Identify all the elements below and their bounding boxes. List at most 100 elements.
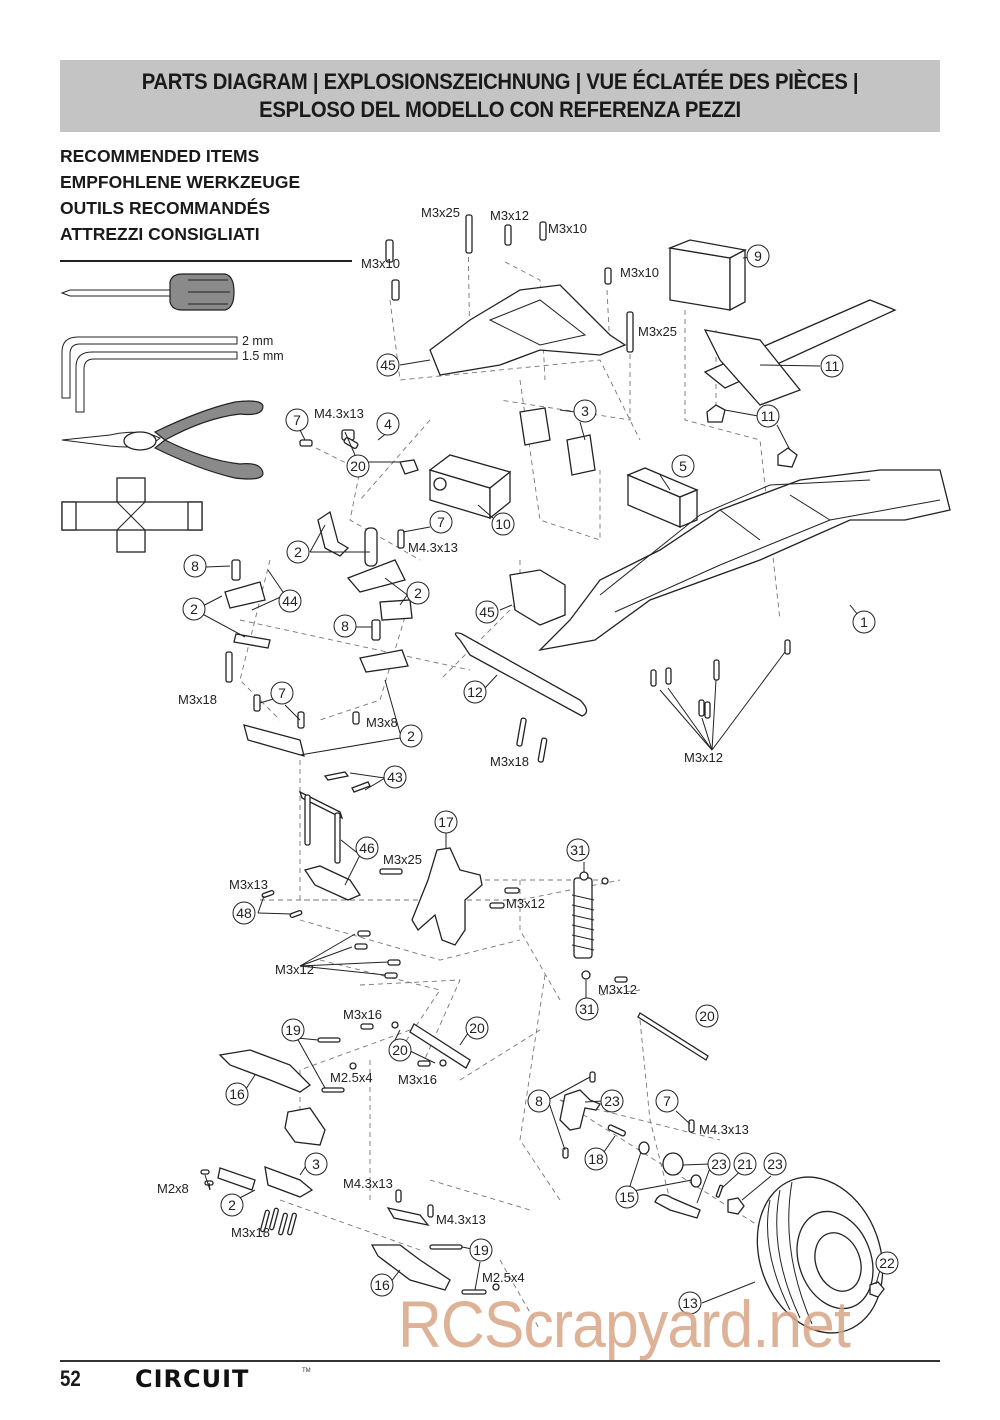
callout-number: 16: [374, 1277, 390, 1293]
callout-circle: [655, 1089, 679, 1113]
part-camber-link: [360, 1021, 471, 1069]
screws-shock-tower: [261, 868, 520, 979]
screw-label: M3x10: [620, 265, 659, 280]
callout-2: 2: [286, 540, 310, 564]
callout-3: 3: [573, 399, 597, 423]
callout-circle: [232, 901, 256, 925]
callout-12: 12: [463, 680, 487, 704]
part-chassis: [538, 469, 951, 652]
callout-circle: [756, 404, 780, 428]
callout-number: 2: [414, 585, 422, 601]
part-body-posts: [298, 771, 371, 864]
screw-label: M3x18: [490, 754, 529, 769]
part-strap-clips: [706, 404, 798, 468]
callout-number: 7: [437, 514, 445, 530]
callout-number: 17: [438, 814, 454, 830]
screws-chassis-bottom: [516, 639, 791, 763]
callout-46: 46: [355, 836, 379, 860]
watermark: RCScrapyard.net: [398, 1287, 851, 1361]
callout-circle: [383, 765, 407, 789]
callout-16: 16: [225, 1082, 249, 1106]
callout-number: 23: [604, 1093, 620, 1109]
trademark-mark: TM: [302, 1368, 311, 1374]
callout-circle: [406, 581, 430, 605]
callout-circle: [225, 1082, 249, 1106]
callout-circle: [376, 353, 400, 377]
part-wheel: [756, 1176, 885, 1334]
recommended-line-de: EMPFOHLENE WERKZEUGE: [60, 172, 301, 192]
title-line-1: PARTS DIAGRAM | EXPLOSIONSZEICHNUNG | VU…: [141, 69, 859, 94]
screws-top: [385, 214, 634, 353]
callout-19: 19: [469, 1238, 493, 1262]
callout-circle: [695, 1004, 719, 1028]
callout-circle: [370, 1273, 394, 1297]
screw-label: M3x16: [398, 1072, 437, 1087]
callout-circle: [285, 408, 309, 432]
title-band: PARTS DIAGRAM | EXPLOSIONSZEICHNUNG | VU…: [60, 60, 940, 132]
screw-label: M3x13: [229, 877, 268, 892]
screw-label: M3x12: [598, 982, 637, 997]
callout-circle: [304, 1152, 328, 1176]
callout-number: 11: [761, 408, 776, 424]
recommended-line-fr: OUTILS RECOMMANDÉS: [60, 198, 270, 218]
callout-number: 11: [825, 358, 840, 374]
callout-number: 8: [191, 558, 199, 574]
callout-number: 2: [228, 1197, 236, 1213]
screw-label: M3x12: [275, 962, 314, 977]
part-bumper: [454, 632, 588, 717]
part-gear-box: [284, 1107, 326, 1146]
screw-label: M3x18: [231, 1225, 270, 1240]
part-hub-carrier: [559, 1071, 745, 1219]
callout-7: 7: [655, 1089, 679, 1113]
part-front-block: [509, 569, 566, 626]
recommended-line-it: ATTREZZI CONSIGLIATI: [60, 224, 260, 244]
callout-44: 44: [278, 589, 302, 613]
callout-7: 7: [285, 408, 309, 432]
page-number: 52: [60, 1366, 81, 1391]
screw-label: M3x16: [343, 1007, 382, 1022]
part-shock-absorber: [571, 871, 628, 983]
callout-20: 20: [346, 454, 370, 478]
screw-label: M2.5x4: [482, 1270, 525, 1285]
callout-20: 20: [388, 1038, 412, 1062]
callout-circle: [399, 724, 423, 748]
callout-number: 2: [190, 601, 198, 617]
callout-4: 4: [376, 412, 400, 436]
callout-circle: [281, 1018, 305, 1042]
callout-number: 21: [737, 1156, 753, 1172]
callout-8: 8: [183, 554, 207, 578]
callout-number: 2: [294, 544, 302, 560]
callout-23: 23: [763, 1152, 787, 1176]
footer-divider: [60, 1360, 940, 1362]
callout-number: 8: [535, 1093, 543, 1109]
callout-number: 19: [473, 1242, 489, 1258]
screw-label: M3x25: [638, 324, 677, 339]
callout-number: 20: [699, 1008, 715, 1024]
callout-number: 1: [860, 614, 868, 630]
part-shock-tower: [411, 847, 483, 946]
hex-key-size-1-5mm: 1.5 mm: [242, 349, 284, 363]
callout-circle: [388, 1038, 412, 1062]
callout-9: 9: [746, 244, 770, 268]
callout-2: 2: [220, 1193, 244, 1217]
callout-number: 44: [282, 593, 298, 609]
callout-number: 20: [469, 1020, 485, 1036]
callout-circle: [355, 836, 379, 860]
screw-label: M3x8: [366, 715, 398, 730]
screw-labels: M3x25 M3x12 M3x10 M3x10 M3x10 M3x25 M4.3…: [157, 205, 749, 1285]
screw-label: M3x12: [684, 750, 723, 765]
callout-45: 45: [475, 600, 499, 624]
callout-number: 4: [384, 416, 392, 432]
callout-circle: [733, 1152, 757, 1176]
callout-circle: [469, 1238, 493, 1262]
callout-number: 46: [359, 840, 375, 856]
callout-circle: [463, 680, 487, 704]
screw-label: M2.5x4: [330, 1070, 373, 1085]
callout-number: 20: [392, 1042, 408, 1058]
screwdriver-icon: [60, 273, 235, 311]
screw-label: M4.3x13: [343, 1176, 393, 1191]
callout-circle: [182, 597, 206, 621]
callout-2: 2: [399, 724, 423, 748]
callout-11: 11: [820, 354, 844, 378]
